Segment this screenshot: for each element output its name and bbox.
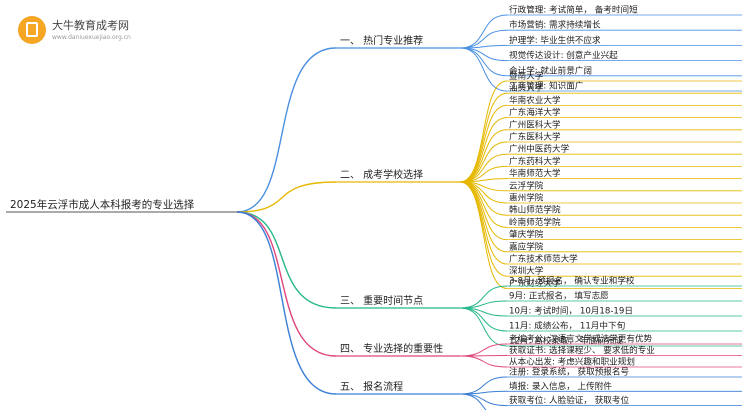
branch-label: 一、 热门专业推荐 xyxy=(340,34,423,47)
leaf-connector xyxy=(459,47,508,62)
leaf-connector xyxy=(459,14,508,49)
leaf-label: 汕头大学 xyxy=(509,82,544,94)
leaf-label: 工商管理: 知识面广 xyxy=(509,80,584,92)
leaf-label: 华南农业大学 xyxy=(509,94,561,106)
site-logo: 大牛教育成考网 www.daniuexuejiao.org.cn xyxy=(18,14,146,48)
leaf-connector xyxy=(459,181,508,289)
leaf-label: 嘉应学院 xyxy=(509,240,544,252)
leaf-label: 注册: 登录系统， 获取预报名号 xyxy=(509,366,629,378)
leaf-connector xyxy=(459,92,508,183)
branch-connector xyxy=(236,181,337,213)
leaf-label: 深圳大学 xyxy=(509,265,544,277)
leaf-connector xyxy=(459,307,508,347)
leaf-label: 广州中医药大学 xyxy=(509,143,570,155)
leaf-label: 9月: 正式报名， 填写志愿 xyxy=(509,290,609,302)
branch-connector xyxy=(236,211,337,357)
leaf-label: 暨南大学 xyxy=(509,70,544,82)
leaf-label: 广东海洋大学 xyxy=(509,106,561,118)
leaf-connector xyxy=(459,153,508,183)
root-topic: 2025年云浮市成人本科报考的专业选择 xyxy=(10,199,195,211)
leaf-label: 韩山师范学院 xyxy=(509,204,561,216)
leaf-label: 行政管理: 考试简单， 备考时间短 xyxy=(509,4,638,16)
leaf-label: 云浮学院 xyxy=(509,179,544,191)
leaf-connector xyxy=(459,80,508,183)
leaf-label: 华南师范大学 xyxy=(509,167,561,179)
leaf-label: 广东技术师范大学 xyxy=(509,253,578,265)
logo-url: www.daniuexuejiao.org.cn xyxy=(52,34,131,41)
leaf-connector xyxy=(459,355,508,368)
book-icon xyxy=(18,16,46,44)
leaf-label: 市场营销: 需求持续增长 xyxy=(509,19,601,31)
branch-connector xyxy=(236,211,337,395)
leaf-connector xyxy=(459,343,508,357)
leaf-label: 岭南师范学院 xyxy=(509,216,561,228)
leaf-connector xyxy=(459,104,508,183)
leaf-label: 考编考公: 汉语言文学或法学更有优势 xyxy=(509,333,653,345)
leaf-label: 3-8月: 预报名， 确认专业和学校 xyxy=(509,275,635,287)
branch-label: 二、 成考学校选择 xyxy=(340,168,423,181)
leaf-label: 广东药科大学 xyxy=(509,155,561,167)
branch-label: 五、 报名流程 xyxy=(340,380,403,393)
leaf-connector xyxy=(459,141,508,183)
branch-connector xyxy=(236,47,337,213)
leaf-label: 广州医科大学 xyxy=(509,118,561,130)
leaf-label: 填报: 录入信息， 上传附件 xyxy=(509,380,612,392)
leaf-label: 广东医科大学 xyxy=(509,131,561,143)
leaf-label: 获取证书: 选择课程少、 要求低的专业 xyxy=(509,344,655,356)
leaf-label: 护理学: 毕业生供不应求 xyxy=(509,34,601,46)
leaf-connector xyxy=(459,393,487,410)
leaf-label: 惠州学院 xyxy=(509,192,544,204)
leaf-connector xyxy=(459,117,508,183)
leaf-connector xyxy=(459,390,508,395)
branch-label: 三、 重要时间节点 xyxy=(340,294,423,307)
leaf-label: 获取考位: 人脸验证， 获取考位 xyxy=(509,394,629,406)
leaf-connector xyxy=(459,181,508,265)
leaf-label: 11月: 成绩公布， 11月中下旬 xyxy=(509,320,626,332)
leaf-label: 10月: 考试时间， 10月18-19日 xyxy=(509,305,633,317)
leaf-label: 视觉传达设计: 创意产业兴起 xyxy=(509,49,618,61)
leaf-label: 12月: 高校录取， 年底前完成 xyxy=(509,335,623,347)
leaf-connector xyxy=(459,181,508,228)
branch-label: 四、 专业选择的重要性 xyxy=(340,342,443,355)
branch-connector xyxy=(236,211,337,309)
leaf-label: 从本心出发: 考虑兴趣和职业规划 xyxy=(509,356,635,368)
leaf-connector xyxy=(459,393,508,407)
logo-title: 大牛教育成考网 xyxy=(52,19,129,32)
leaf-label: 会计学: 就业前景广阔 xyxy=(509,64,592,76)
leaf-connector xyxy=(459,47,508,77)
leaf-label: 肇庆学院 xyxy=(509,228,544,240)
leaf-connector xyxy=(459,47,508,92)
